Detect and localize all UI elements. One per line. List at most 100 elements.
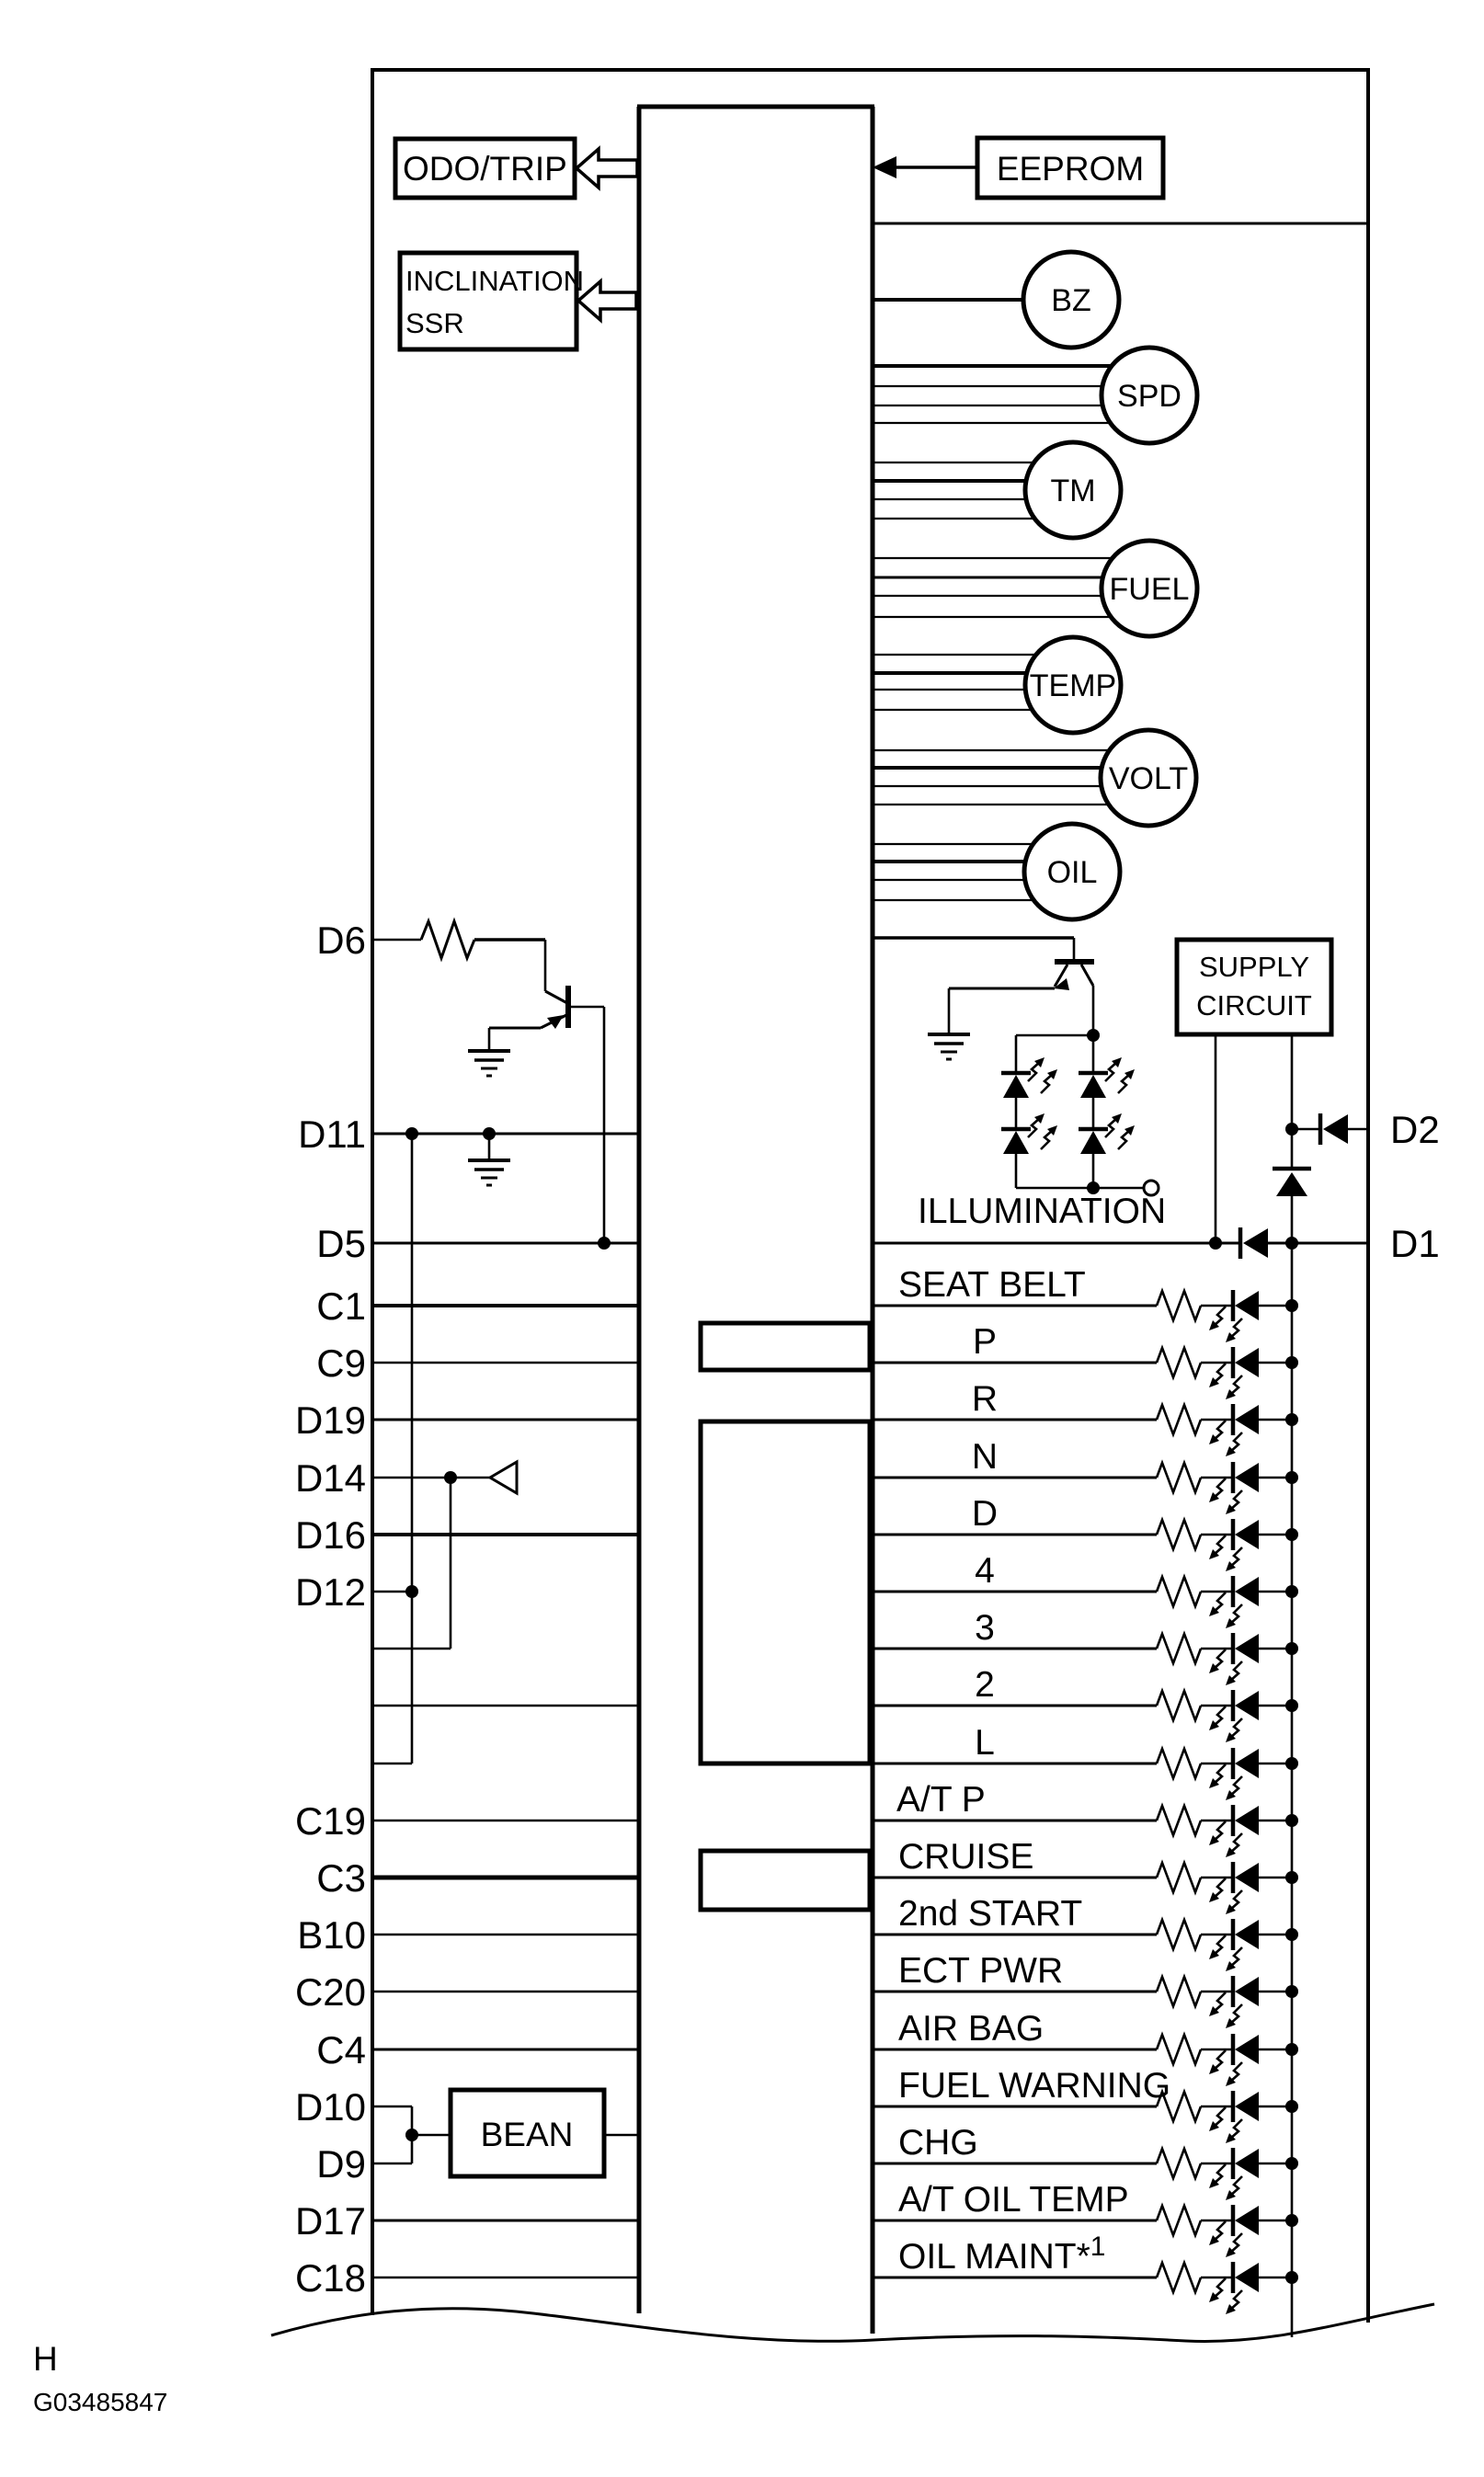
illumination-led xyxy=(1001,1113,1057,1154)
pin-label-d9: D9 xyxy=(316,2142,366,2186)
pin-label-d12: D12 xyxy=(295,1570,366,1614)
lamp-label: OIL MAINT*1 xyxy=(898,2232,1105,2277)
internal-blocks xyxy=(698,1320,873,1912)
footer: H G03485847 xyxy=(33,2340,167,2416)
pin-label-c1: C1 xyxy=(316,1284,366,1328)
gauge-circle xyxy=(1022,821,1123,922)
terminal-circle xyxy=(1142,1179,1160,1197)
d5-row: D5 xyxy=(316,1222,639,1265)
illumination-led xyxy=(1079,1113,1135,1154)
d1-row: D1 xyxy=(874,1222,1440,1265)
d2-row: D2 xyxy=(1292,1108,1440,1151)
diode-triangle xyxy=(1323,1114,1348,1144)
pin-label-b10: B10 xyxy=(297,1913,366,1957)
pin-label-d2: D2 xyxy=(1390,1108,1440,1151)
pin-label-c9: C9 xyxy=(316,1341,366,1385)
pin-label-d17: D17 xyxy=(295,2199,366,2243)
lamp-label: CHG xyxy=(898,2123,978,2163)
internal-block-2 xyxy=(698,1419,873,1766)
odo-trip-label: ODO/TRIP xyxy=(403,150,567,188)
lamp-row xyxy=(874,1404,1298,1456)
ground-icon xyxy=(466,1159,512,1187)
gauge-label: TM xyxy=(1050,474,1095,508)
pin-label-d5: D5 xyxy=(316,1222,366,1265)
gauge-tm: TM xyxy=(874,439,1124,541)
internal-block-1 xyxy=(698,1320,873,1373)
pin-label-c18: C18 xyxy=(295,2256,366,2300)
diode-triangle xyxy=(1243,1228,1268,1258)
illumination-led xyxy=(1001,1057,1057,1098)
lamp-label: P xyxy=(973,1322,997,1362)
junction-dot xyxy=(598,1237,611,1250)
gauge-circle xyxy=(1021,249,1122,350)
ssr-label: SSR xyxy=(405,307,464,339)
gauges: BZ SPD TM FUEL xyxy=(874,249,1200,922)
transistor-emitter xyxy=(1053,964,1069,987)
left-outline-arrow-icon xyxy=(574,145,639,191)
circuit-label: CIRCUIT xyxy=(1196,989,1312,1022)
lamp-label: R xyxy=(972,1379,998,1419)
figure-code: G03485847 xyxy=(33,2388,167,2416)
pin-label-d11: D11 xyxy=(298,1113,366,1156)
lamp-label: 2 xyxy=(975,1665,995,1705)
gauge-label: FUEL xyxy=(1110,572,1190,607)
lamp-label-footnote: 1 xyxy=(1090,2232,1106,2262)
illumination-led xyxy=(1079,1057,1135,1098)
lamp-row xyxy=(874,1633,1298,1685)
lamp-label-text: OIL MAINT* xyxy=(898,2237,1090,2277)
junction-dot xyxy=(1209,1237,1222,1250)
outer-frame xyxy=(371,68,1370,2323)
gauge-label: TEMP xyxy=(1030,668,1116,703)
supply-circuit-block: SUPPLY CIRCUIT D2 D1 xyxy=(874,937,1440,2337)
gauge-temp: TEMP xyxy=(874,634,1124,736)
emitter-arrowhead xyxy=(547,1015,564,1029)
pin-label-c19: C19 xyxy=(295,1799,366,1843)
junction-dot xyxy=(1087,1181,1100,1194)
lamp-label: 3 xyxy=(975,1608,995,1648)
lamp-label: N xyxy=(972,1437,998,1477)
bean-label: BEAN xyxy=(481,2116,574,2153)
gauge-circle xyxy=(1099,345,1200,446)
lamp-label: ECT PWR xyxy=(898,1951,1063,1991)
gauge-volt: VOLT xyxy=(874,727,1199,828)
odo-trip-display: ODO/TRIP xyxy=(393,136,639,200)
lamp-label: SEAT BELT xyxy=(898,1265,1086,1305)
pin-label-d19: D19 xyxy=(295,1398,366,1442)
eeprom-block: EEPROM xyxy=(873,135,1166,200)
transistor-collector xyxy=(544,989,568,1005)
emitter-arrowhead xyxy=(1054,978,1069,990)
supply-label: SUPPLY xyxy=(1199,951,1309,983)
gauge-circle xyxy=(1099,538,1200,639)
lamp-label: 2nd START xyxy=(898,1894,1082,1934)
lamp-row xyxy=(874,1462,1298,1514)
pin-label-d14: D14 xyxy=(295,1456,366,1500)
resistor xyxy=(419,917,476,963)
lamp-label: A/T OIL TEMP xyxy=(898,2180,1129,2220)
lamp-row xyxy=(874,1519,1298,1571)
cluster-bus xyxy=(636,104,875,2334)
pin-label-d16: D16 xyxy=(295,1513,366,1557)
lamp-row xyxy=(874,1347,1298,1399)
transistor-collector xyxy=(1079,964,1095,987)
arrowhead-icon xyxy=(873,156,896,178)
left-pin-rows: C1 C9 D19 D14 D16 D12 C19 C3 B10 C20 C4 … xyxy=(295,1284,639,2300)
d11-row: D11 xyxy=(298,1113,639,1764)
left-outline-arrow-icon xyxy=(576,278,638,324)
gauge-spd: SPD xyxy=(874,345,1200,446)
ground-icon xyxy=(466,1049,512,1078)
lamp-row xyxy=(874,1576,1298,1628)
diode-triangle xyxy=(1276,1172,1307,1196)
lamp-label: AIR BAG xyxy=(898,2009,1044,2049)
gauge-label: VOLT xyxy=(1109,761,1188,796)
eeprom-box xyxy=(975,135,1166,200)
pin-label-d6: D6 xyxy=(316,919,366,962)
break-wave-line xyxy=(270,2302,1435,2343)
gauge-circle xyxy=(1022,439,1124,541)
pin-label-d10: D10 xyxy=(295,2085,366,2129)
gauge-circle xyxy=(1022,634,1124,736)
supply-circuit-box xyxy=(1174,937,1334,1037)
lamp-label: D xyxy=(972,1494,998,1534)
pin-label-c3: C3 xyxy=(316,1856,366,1900)
illumination-label: ILLUMINATION xyxy=(918,1192,1166,1231)
